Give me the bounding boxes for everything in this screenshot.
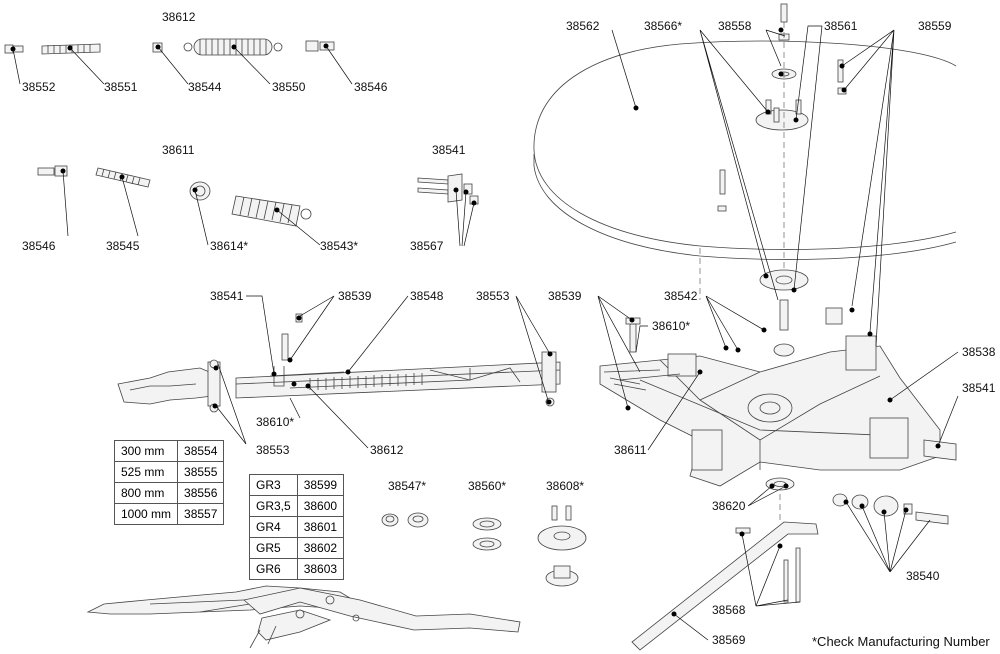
part-cell: 38557 (177, 503, 225, 525)
callout-38551: 38551 (104, 80, 138, 94)
callout-38545: 38545 (106, 239, 140, 253)
callout-38566: 38566* (644, 19, 682, 33)
spring-38543-illustration (231, 195, 312, 227)
callout-38542: 38542 (664, 289, 698, 303)
table-row: GR3 38599 (249, 474, 345, 496)
callout-38610-mid: 38610* (256, 415, 294, 429)
table-row: GR5 38602 (249, 537, 345, 559)
callout-38569: 38569 (712, 633, 746, 647)
tine-arm-assembly-illustration (117, 313, 561, 413)
size-cell: GR4 (249, 516, 298, 538)
table-row: GR6 38603 (249, 558, 345, 580)
kit-label-38612: 38612 (162, 10, 196, 24)
callout-38561: 38561 (824, 19, 858, 33)
table-row: 800 mm 38556 (113, 482, 225, 504)
kit-label-38541: 38541 (432, 143, 466, 157)
size-cell: GR6 (249, 558, 298, 580)
callout-38610-right: 38610* (652, 319, 690, 333)
table-row: 300 mm 38554 (113, 440, 225, 462)
callout-38538: 38538 (962, 345, 996, 359)
disc-hardware-illustration (717, 3, 847, 357)
folded-rake-assembly-illustration (86, 585, 521, 649)
part-cell: 38599 (296, 474, 345, 496)
rings-38560-illustration (472, 517, 502, 551)
callout-38541-right: 38541 (962, 381, 996, 395)
callout-38559: 38559 (918, 19, 952, 33)
table-row: 1000 mm 38557 (113, 503, 225, 525)
kit-38541-parts (417, 173, 479, 205)
callout-38558: 38558 (718, 19, 752, 33)
callout-38550: 38550 (272, 80, 306, 94)
clip-38546-illustration (305, 40, 335, 52)
callout-38539-right: 38539 (548, 289, 582, 303)
length-cell: 300 mm (113, 440, 179, 462)
callout-38543: 38543* (320, 239, 358, 253)
table-row: GR4 38601 (249, 516, 345, 538)
callout-38560: 38560* (468, 479, 506, 493)
callout-38547: 38547* (388, 479, 426, 493)
callout-38552: 38552 (22, 80, 56, 94)
length-cell: 525 mm (113, 461, 179, 483)
manufacturing-number-footnote: *Check Manufacturing Number (812, 634, 990, 649)
arm-callouts: 38541 38539 38548 38553 38610* 38553 386… (210, 289, 553, 457)
callout-38567: 38567 (410, 239, 444, 253)
size-cell: GR3,5 (249, 495, 298, 517)
gearbox-frame-38538-illustration (599, 317, 957, 487)
length-cell: 1000 mm (113, 503, 179, 525)
callout-38540: 38540 (906, 569, 940, 583)
callout-38544: 38544 (188, 80, 222, 94)
callout-38614: 38614* (210, 239, 248, 253)
hub-38608-illustration (537, 505, 587, 587)
size-cell: GR3 (249, 474, 298, 496)
table-row: 525 mm 38555 (113, 461, 225, 483)
callout-38553-b: 38553 (256, 443, 290, 457)
table-row: GR3,5 38600 (249, 495, 345, 517)
part-cell: 38555 (177, 461, 225, 483)
length-part-table: 300 mm 38554 525 mm 38555 800 mm 38556 1… (113, 440, 225, 525)
part-cell: 38602 (296, 537, 345, 559)
right-callouts: 38562 38566* 38558 38561 38559 38539 385… (548, 19, 996, 647)
kit-38611-callouts: 38546 38545 38614* 38543* (22, 168, 358, 253)
callout-38548: 38548 (410, 289, 444, 303)
kit-38612-callouts: 38552 38551 38544 38550 38546 (10, 43, 388, 94)
size-cell: GR5 (249, 537, 298, 559)
kit-label-38611: 38611 (162, 143, 195, 157)
part-cell: 38554 (177, 440, 225, 462)
callout-38620: 38620 (712, 499, 746, 513)
kit-38541-callouts: 38567 (410, 187, 477, 253)
callout-38541-mid: 38541 (210, 289, 244, 303)
part-cell: 38603 (296, 558, 345, 580)
callout-38608: 38608* (546, 479, 584, 493)
tine-bar-38569-illustration (631, 521, 819, 651)
kit-38611-parts (37, 165, 312, 227)
bushing-38614-illustration (189, 181, 211, 201)
disc-38562-illustration (533, 40, 957, 300)
callout-38568: 38568 (712, 603, 746, 617)
callout-38611: 38611 (614, 443, 647, 457)
part-cell: 38556 (177, 482, 225, 504)
length-cell: 800 mm (113, 482, 179, 504)
callout-38553-a: 38553 (476, 289, 510, 303)
callout-38562: 38562 (566, 19, 600, 33)
grommets-38547-illustration (381, 512, 429, 528)
callout-38612-mid: 38612 (370, 443, 404, 457)
gr-size-table: GR3 38599 GR3,5 38600 GR4 38601 GR5 3860… (249, 474, 345, 580)
kit-38612-parts (4, 38, 335, 56)
callout-38546-b: 38546 (22, 239, 56, 253)
part-cell: 38600 (296, 495, 345, 517)
arm-spring-illustration (309, 373, 423, 390)
part-cell: 38601 (296, 516, 345, 538)
callout-38539-mid: 38539 (338, 289, 372, 303)
callout-38546: 38546 (354, 80, 388, 94)
